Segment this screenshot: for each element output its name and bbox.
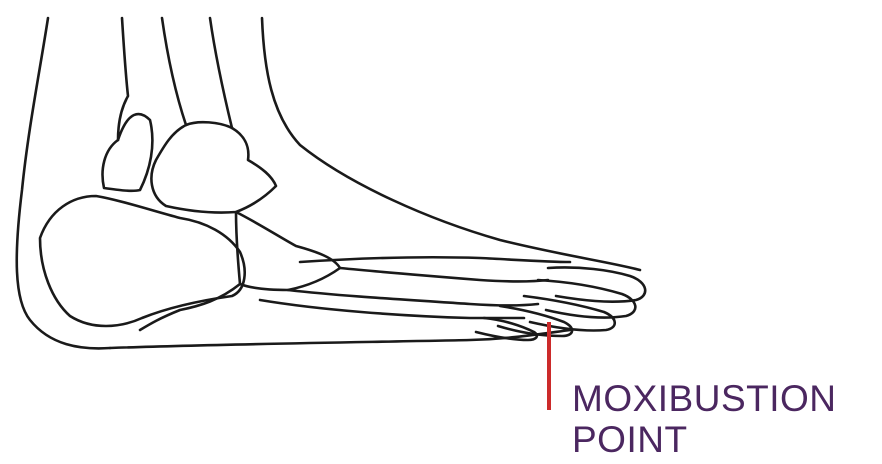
sole-outline xyxy=(110,330,570,348)
moxibustion-label-line-2: POINT xyxy=(572,421,688,458)
calcaneus-bone xyxy=(40,196,245,326)
toe-1 xyxy=(548,267,645,301)
moxibustion-label-line-1: MOXIBUSTION xyxy=(572,380,837,417)
toe-2 xyxy=(538,280,635,318)
tibia-left-outline xyxy=(162,18,186,125)
metatarsal-3 xyxy=(260,300,524,318)
metatarsal-2 xyxy=(288,290,538,306)
navicular-bone xyxy=(236,212,340,290)
metatarsal-1 xyxy=(340,268,548,282)
talus-dome xyxy=(151,122,276,212)
metatarsal-4 xyxy=(300,257,570,262)
talus-bone xyxy=(103,114,153,191)
cuboid-bone xyxy=(140,284,240,330)
dorsum-outline xyxy=(262,18,640,270)
heel-outline xyxy=(17,18,110,348)
tibia-right-outline xyxy=(210,18,232,128)
